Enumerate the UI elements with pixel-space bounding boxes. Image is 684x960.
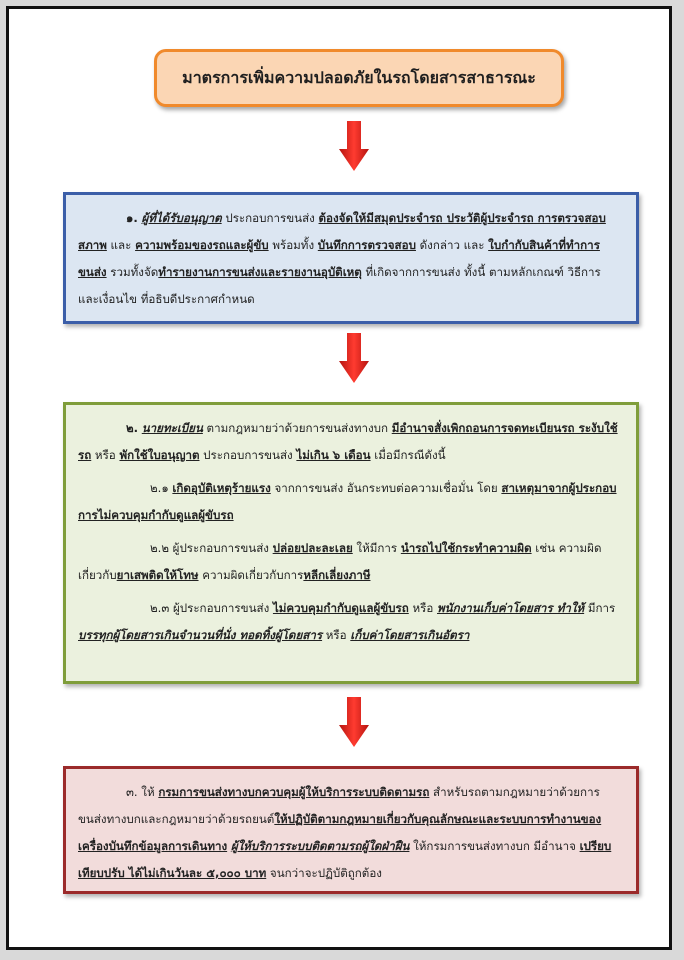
measure-box-2: ๒. นายทะเบียน ตามกฎหมายว่าด้วยการขนส่งทา… — [63, 402, 639, 684]
measure-box-3: ๓. ให้ กรมการขนส่งทางบกควบคุมผู้ให้บริกา… — [63, 766, 639, 894]
measure-2-1-text: ๒.๑ เกิดอุบัติเหตุร้ายแรง จากการขนส่ง อั… — [78, 481, 617, 522]
page-frame: มาตรการเพิ่มความปลอดภัยในรถโดยสารสาธารณะ… — [6, 6, 672, 950]
title-box: มาตรการเพิ่มความปลอดภัยในรถโดยสารสาธารณะ — [154, 49, 564, 107]
measure-box-1: ๑. ผู้ที่ได้รับอนุญาต ประกอบการขนส่ง ต้อ… — [63, 192, 639, 324]
measure-2-2-text: ๒.๒ ผู้ประกอบการขนส่ง ปล่อยปละละเลย ให้ม… — [78, 541, 602, 582]
arrow-down-icon — [339, 697, 369, 747]
page-title: มาตรการเพิ่มความปลอดภัยในรถโดยสารสาธารณะ — [182, 67, 536, 87]
measure-2-text: ๒. นายทะเบียน ตามกฎหมายว่าด้วยการขนส่งทา… — [78, 421, 618, 462]
measure-1-text: ๑. ผู้ที่ได้รับอนุญาต ประกอบการขนส่ง ต้อ… — [78, 211, 606, 306]
measure-2-3-text: ๒.๓ ผู้ประกอบการขนส่ง ไม่ควบคุมกำกับดูแล… — [78, 601, 616, 642]
arrow-down-icon — [339, 121, 369, 171]
arrow-down-icon — [339, 333, 369, 383]
measure-3-text: ๓. ให้ กรมการขนส่งทางบกควบคุมผู้ให้บริกา… — [78, 785, 612, 880]
